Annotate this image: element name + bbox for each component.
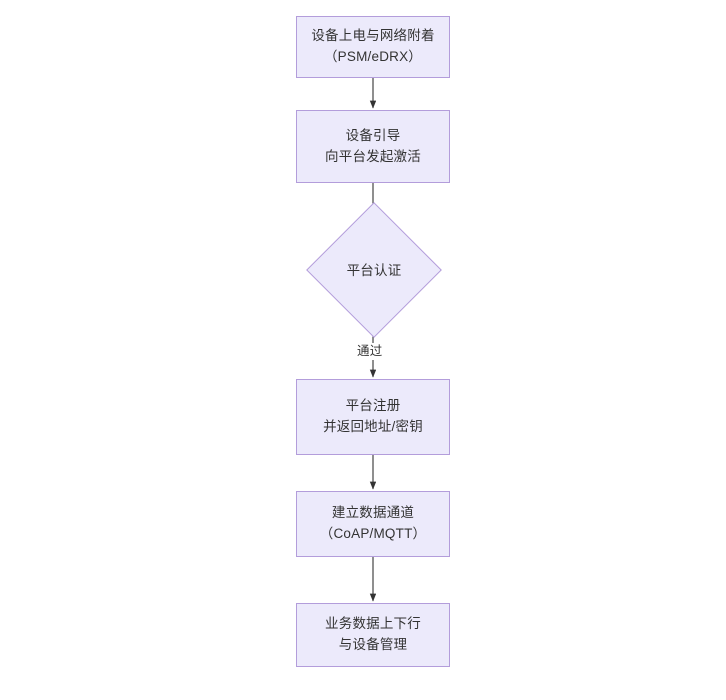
node-platform-registration[interactable]: 平台注册 并返回地址/密钥	[296, 379, 450, 455]
node-line-2: （PSM/eDRX）	[323, 49, 423, 64]
node-line-1: 设备上电与网络附着	[311, 28, 435, 44]
node-line-1: 建立数据通道	[331, 505, 415, 521]
node-line-1: 平台认证	[346, 263, 402, 278]
node-device-power-on[interactable]: 设备上电与网络附着 （PSM/eDRX）	[296, 16, 450, 78]
node-line-1: 设备引导	[345, 127, 401, 143]
node-device-bootstrap[interactable]: 设备引导 向平台发起激活	[296, 110, 450, 183]
node-line-2: （CoAP/MQTT）	[319, 526, 427, 541]
node-establish-data-channel[interactable]: 建立数据通道 （CoAP/MQTT）	[296, 491, 450, 557]
node-platform-auth-label: 平台认证	[314, 262, 434, 281]
node-line-2: 并返回地址/密钥	[323, 419, 423, 434]
node-business-data-and-device-mgmt[interactable]: 业务数据上下行 与设备管理	[296, 603, 450, 667]
node-line-2: 与设备管理	[338, 637, 408, 652]
node-line-1: 平台注册	[345, 398, 401, 414]
node-line-2: 向平台发起激活	[325, 148, 421, 164]
edge-label-pass: 通过	[354, 343, 386, 360]
node-line-1: 业务数据上下行	[325, 616, 421, 632]
